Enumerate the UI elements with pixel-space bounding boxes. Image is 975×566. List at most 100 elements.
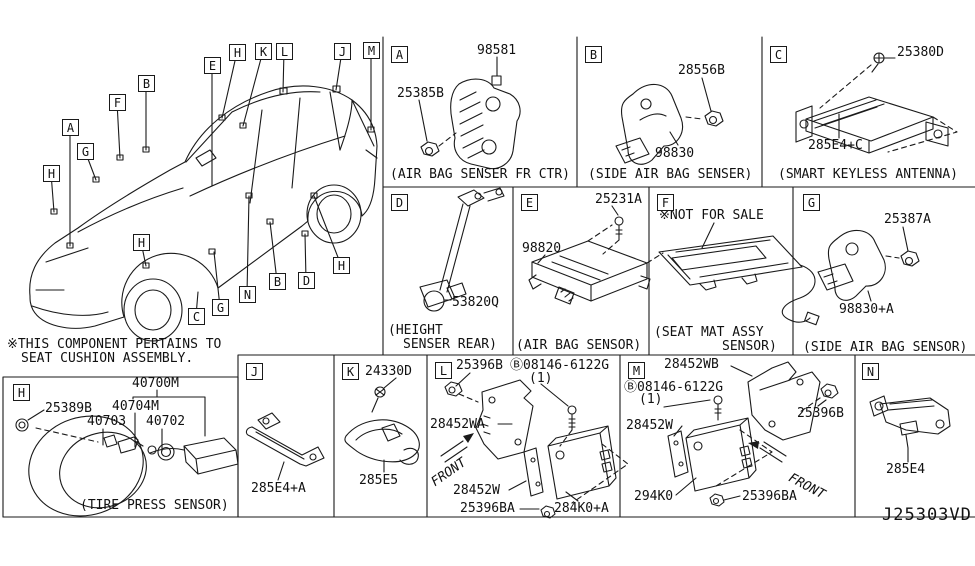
side-airbag-sensor-drawing — [615, 77, 724, 165]
part-label-285e4-a-panel-j: 285E4+A — [251, 481, 306, 496]
part-label-25389b-panel-h: 25389B — [45, 401, 92, 416]
part-label-25231a-panel-e: 25231A — [595, 192, 642, 207]
smart-keyless-antenna-drawing — [795, 52, 958, 154]
tire-press-sensor-drawing — [15, 389, 239, 517]
car-illustration — [29, 49, 378, 342]
callout-line-f-3 — [116, 101, 121, 159]
panel-a-caption-line-1: (AIR BAG SENSER FR CTR) — [390, 167, 571, 182]
panel-d-caption-line-2: SENSER REAR) — [403, 337, 497, 352]
car-callout-b-15: B — [269, 273, 286, 290]
part-label-53820q-panel-d: 53820Q — [452, 295, 499, 310]
part-label-40702-panel-h: 40702 — [146, 414, 186, 429]
car-callout-g-13: G — [212, 299, 229, 316]
car-callout-c-12: C — [188, 308, 205, 325]
part-label-25385b-panel-a: 25385B — [397, 86, 444, 101]
car-callout-e-5: E — [204, 57, 221, 74]
height-sensor-rear-drawing — [419, 187, 505, 312]
part-label-08146-6122g-panel-m: Ⓑ08146-6122G — [624, 380, 724, 395]
part-label-285e5-panel-k: 285E5 — [359, 473, 399, 488]
panel-a-letterbox: A — [391, 46, 408, 63]
sensor-unit-brackets-m-drawing — [663, 361, 839, 507]
panel-e-letterbox: E — [521, 194, 538, 211]
callout-line-b-15 — [269, 221, 278, 282]
callout-leader-lines — [50, 49, 372, 317]
part-label-1-panel-l: (1) — [529, 371, 553, 386]
car-callout-l-8: L — [276, 43, 293, 60]
seat-mat-sensor-drawing — [658, 222, 820, 326]
panel-f-letterbox: F — [657, 194, 674, 211]
part-label-285e4-panel-n: 285E4 — [886, 462, 926, 477]
diagram-id: J25303VD — [882, 505, 972, 525]
panel-h-letterbox: H — [13, 384, 30, 401]
panel-h-caption-line-1: (TIRE PRESS SENSOR) — [80, 498, 229, 513]
car-callout-a-0: A — [62, 119, 79, 136]
part-label-28452wb-panel-m: 28452WB — [664, 357, 719, 372]
car-callout-k-7: K — [255, 43, 272, 60]
panel-f-caption-line-1: (SEAT MAT ASSY — [654, 325, 764, 340]
bracket-285e5-drawing — [344, 377, 420, 473]
car-callout-b-4: B — [138, 75, 155, 92]
part-label-40700m-panel-h: 40700M — [132, 376, 179, 391]
part-label-25396b-panel-m: 25396B — [797, 406, 844, 421]
part-label-25387a-panel-g: 25387A — [884, 212, 931, 227]
part-label-28452wa-panel-l: 28452WA — [430, 417, 485, 432]
part-label-98581-panel-a: 98581 — [477, 43, 517, 58]
callout-line-h-6 — [221, 51, 238, 119]
part-label-28452w-panel-l: 28452W — [453, 483, 500, 498]
sensor-unit-brackets-l-drawing — [440, 372, 629, 519]
panel-grid-lines — [2, 36, 975, 518]
panel-d-caption-line-1: (HEIGHT — [388, 323, 443, 338]
airbag-sensor-unit-drawing — [528, 205, 664, 305]
part-label-25396ba-panel-m: 25396BA — [742, 489, 797, 504]
part-label-24330d-panel-k: 24330D — [365, 364, 412, 379]
car-callout-f-3: F — [109, 94, 126, 111]
panel-j-letterbox: J — [246, 363, 263, 380]
car-callout-j-9: J — [334, 43, 351, 60]
seat-cushion-note-line1: ※THIS COMPONENT PERTAINS TO — [7, 337, 222, 352]
airbag-sensor-fr-ctr-drawing — [418, 56, 521, 170]
part-label-28556b-panel-b: 28556B — [678, 63, 725, 78]
part-label-285e4-c-panel-c: 285E4+C — [808, 138, 863, 153]
part-label-284k0-a-panel-l: 284K0+A — [554, 501, 609, 516]
callout-line-n-14 — [246, 195, 250, 295]
panel-l-letterbox: L — [435, 362, 452, 379]
bracket-285e4-drawing — [869, 395, 951, 463]
panel-e-caption-line-1: (AIR BAG SENSOR) — [516, 338, 642, 353]
car-callout-h-2: H — [43, 165, 60, 182]
panel-b-caption-line-1: (SIDE AIR BAG SENSER) — [588, 167, 753, 182]
car-callout-m-10: M — [363, 42, 380, 59]
part-label-98830-panel-b: 98830 — [655, 146, 695, 161]
panel-g-letterbox: G — [803, 194, 820, 211]
callout-line-h-17 — [313, 195, 342, 266]
side-airbag-sensor-a-drawing — [817, 226, 920, 302]
car-callout-n-14: N — [239, 286, 256, 303]
panel-c-letterbox: C — [770, 46, 787, 63]
panel-f-caption-line-2: SENSOR) — [722, 339, 777, 354]
panel-b-letterbox: B — [585, 46, 602, 63]
panel-g-caption-line-1: (SIDE AIR BAG SENSOR) — [803, 340, 968, 355]
car-callout-d-16: D — [298, 272, 315, 289]
part-label-98820-panel-e: 98820 — [522, 241, 562, 256]
part-label-294k0-panel-m: 294K0 — [634, 489, 674, 504]
car-callout-g-1: G — [77, 143, 94, 160]
panel-c-caption-line-1: (SMART KEYLESS ANTENNA) — [778, 167, 959, 182]
bracket-285e4a-drawing — [245, 412, 325, 481]
callout-line-g-13 — [213, 251, 221, 308]
part-label-not-for-sale-panel-f: ※NOT FOR SALE — [659, 208, 764, 223]
part-label-40704m-panel-h: 40704M — [112, 399, 159, 414]
part-label-1-panel-m: (1) — [639, 392, 663, 407]
part-label-25380d-panel-c: 25380D — [897, 45, 944, 60]
panel-m-letterbox: M — [628, 362, 645, 379]
part-label-40703-panel-h: 40703 — [87, 414, 127, 429]
part-label-25396ba-panel-l: 25396BA — [460, 501, 515, 516]
car-callout-h-6: H — [229, 44, 246, 61]
seat-cushion-note-line2: SEAT CUSHION ASSEMBLY. — [21, 351, 194, 366]
part-label-98830-a-panel-g: 98830+A — [839, 302, 894, 317]
part-label-25396b-panel-l: 25396B — [456, 358, 503, 373]
panel-n-letterbox: N — [862, 363, 879, 380]
panel-d-letterbox: D — [391, 194, 408, 211]
panel-k-letterbox: K — [342, 363, 359, 380]
car-callout-h-17: H — [333, 257, 350, 274]
